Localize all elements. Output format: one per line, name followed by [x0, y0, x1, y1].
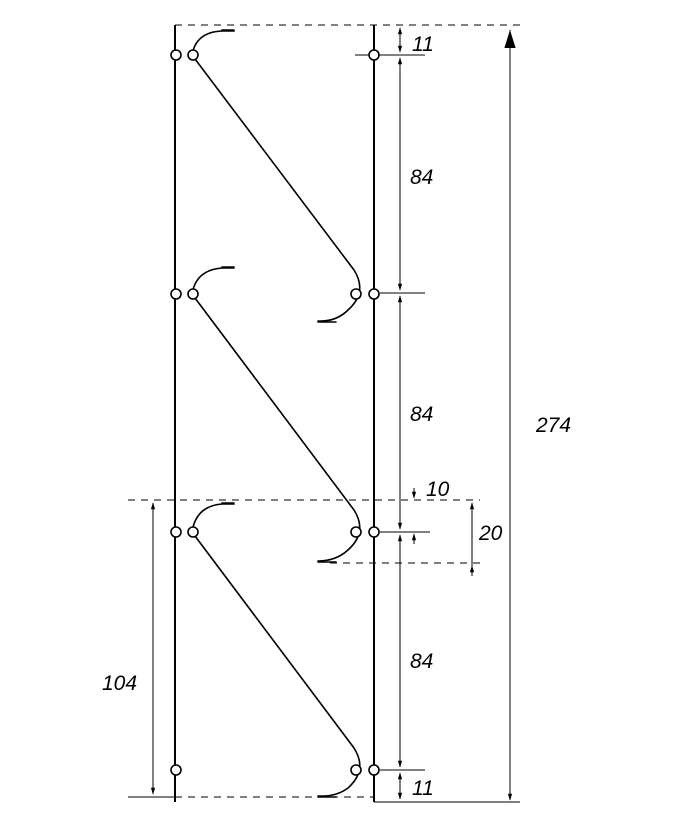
hole-right-1	[368, 49, 380, 61]
label-offset-total: 20	[478, 522, 503, 545]
label-span-3: 84	[410, 650, 433, 673]
label-overall-height: 274	[535, 414, 571, 437]
hole-right-3b	[368, 526, 380, 538]
hole-right-4a	[350, 764, 362, 776]
label-bottom-gap: 11	[412, 777, 434, 800]
label-offset-small: 10	[426, 478, 450, 501]
hook-1	[191, 29, 361, 323]
hole-right-4b	[368, 764, 380, 776]
label-span-1: 84	[410, 166, 433, 189]
hole-left-4	[170, 764, 182, 776]
hole-right-2a	[350, 288, 362, 300]
hole-left-3a	[170, 526, 182, 538]
hole-right-3a	[350, 526, 362, 538]
label-lower-bay: 104	[102, 672, 137, 695]
hole-left-1b	[187, 49, 199, 61]
hook-3	[191, 502, 361, 798]
hole-left-2a	[170, 288, 182, 300]
hole-left-2b	[187, 288, 199, 300]
hole-right-2b	[368, 288, 380, 300]
hook-2	[191, 266, 361, 563]
label-top-gap: 11	[412, 33, 434, 56]
label-span-2: 84	[410, 403, 433, 426]
hole-left-1a	[170, 49, 182, 61]
hole-left-3b	[187, 526, 199, 538]
